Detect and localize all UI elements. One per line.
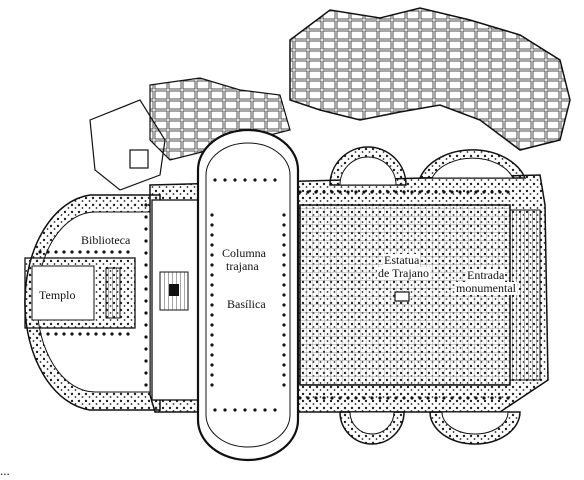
markets-of-trajan bbox=[89, 7, 571, 191]
label-de-trajano: de Trajano bbox=[377, 266, 430, 280]
label-templo: Templo bbox=[38, 288, 77, 302]
colonnade-dots bbox=[38, 178, 510, 412]
label-trajana: trajana bbox=[225, 259, 260, 273]
library-and-column-court bbox=[151, 199, 199, 401]
label-entrada: Entrada bbox=[466, 268, 506, 282]
temple-precinct bbox=[24, 194, 161, 411]
caption-text: ... bbox=[0, 463, 10, 478]
forum-square bbox=[299, 204, 541, 386]
basilica-ulpia bbox=[196, 128, 300, 462]
forum-exedrae bbox=[329, 146, 527, 445]
label-basilica: Basílica bbox=[226, 297, 267, 311]
label-monumental: monumental bbox=[455, 281, 517, 295]
label-columna: Columna bbox=[221, 246, 267, 260]
label-biblioteca: Biblioteca bbox=[80, 233, 132, 247]
label-estatua: Estatua bbox=[383, 253, 421, 267]
